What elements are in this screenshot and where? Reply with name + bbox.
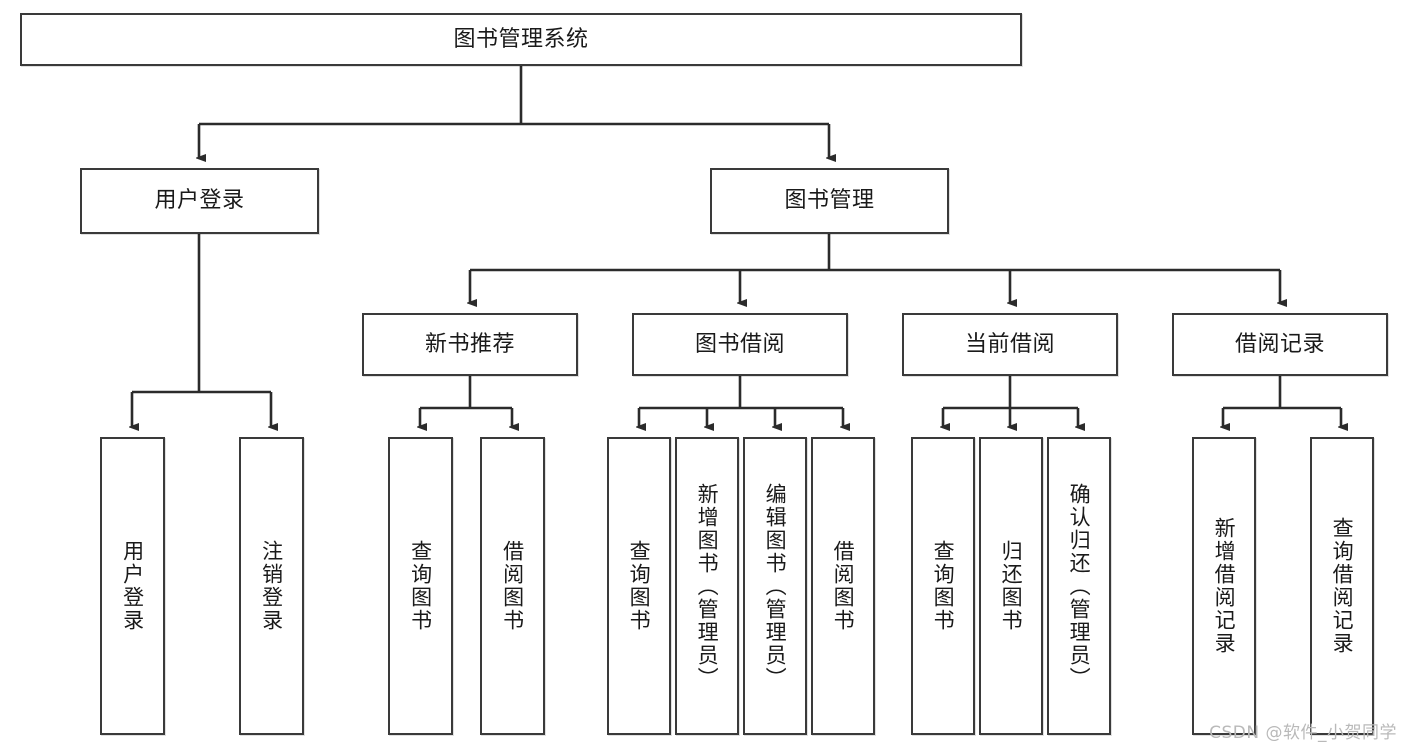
node-leaf-query-book-2[interactable]: 查询图书 [607,437,671,735]
node-leaf-return-book[interactable]: 归还图书 [979,437,1043,735]
node-root-system[interactable]: 图书管理系统 [20,13,1022,66]
node-label: 新增借阅记录 [1212,517,1237,655]
node-label: 查询图书 [931,540,956,632]
node-leaf-add-record[interactable]: 新增借阅记录 [1192,437,1256,735]
csdn-watermark: CSDN @软件_小贺同学 [1209,723,1397,743]
node-current-borrow[interactable]: 当前借阅 [902,313,1118,376]
node-leaf-edit-book[interactable]: 编辑图书（管理员） [743,437,807,735]
node-label: 图书管理系统 [453,26,589,52]
node-leaf-borrow-book-2[interactable]: 借阅图书 [811,437,875,735]
node-leaf-confirm-return[interactable]: 确认归还（管理员） [1047,437,1111,735]
node-label: 借阅图书 [831,540,856,632]
node-label: 借阅记录 [1234,331,1325,357]
node-label: 图书借阅 [694,331,785,357]
node-label: 新书推荐 [424,331,515,357]
node-leaf-query-book-1[interactable]: 查询图书 [388,437,453,735]
node-label: 用户登录 [120,540,145,632]
node-label: 借阅图书 [500,540,525,632]
node-label: 注销登录 [259,540,284,632]
node-label: 用户登录 [154,188,245,214]
node-book-borrow[interactable]: 图书借阅 [632,313,848,376]
node-leaf-logout-login[interactable]: 注销登录 [239,437,304,735]
node-label: 查询图书 [408,540,433,632]
node-label: 归还图书 [999,540,1024,632]
node-leaf-query-book-3[interactable]: 查询图书 [911,437,975,735]
node-borrow-record[interactable]: 借阅记录 [1172,313,1388,376]
node-leaf-query-record[interactable]: 查询借阅记录 [1310,437,1374,735]
node-label: 查询借阅记录 [1330,517,1355,655]
node-label: 编辑图书（管理员） [763,482,788,690]
node-user-login[interactable]: 用户登录 [80,168,319,234]
node-leaf-borrow-book-1[interactable]: 借阅图书 [480,437,545,735]
node-leaf-add-book[interactable]: 新增图书（管理员） [675,437,739,735]
node-leaf-user-login[interactable]: 用户登录 [100,437,165,735]
node-label: 查询图书 [627,540,652,632]
node-label: 新增图书（管理员） [695,482,720,690]
node-book-manage[interactable]: 图书管理 [710,168,949,234]
node-label: 确认归还（管理员） [1067,482,1092,690]
node-label: 图书管理 [784,188,875,214]
node-label: 当前借阅 [964,331,1055,357]
node-new-book-rec[interactable]: 新书推荐 [362,313,578,376]
